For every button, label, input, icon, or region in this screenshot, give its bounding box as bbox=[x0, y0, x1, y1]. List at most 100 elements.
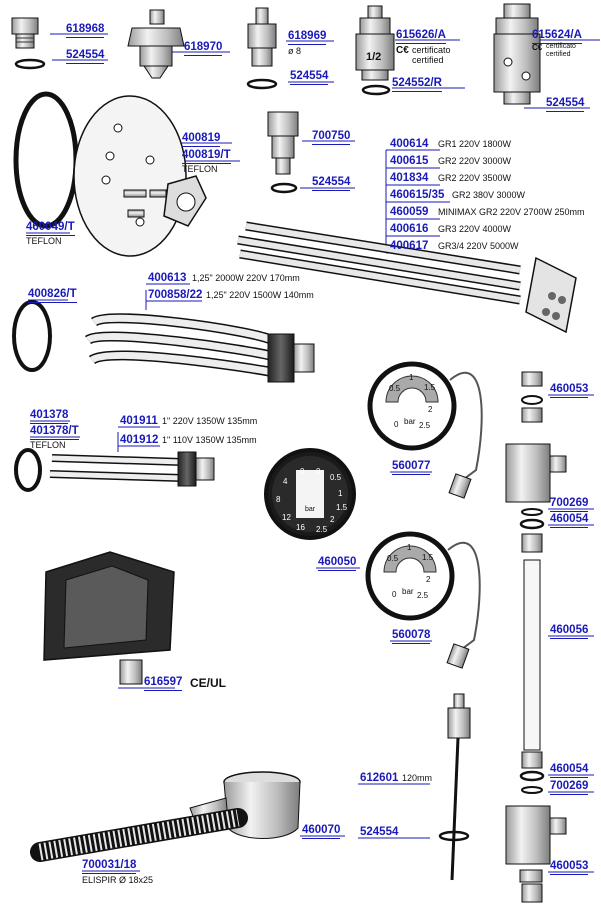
gauge-560078 bbox=[365, 531, 481, 669]
part-code-524552r: 524552/R bbox=[392, 77, 442, 92]
gasket-401378 bbox=[14, 448, 42, 492]
part-code-460053: 460053 bbox=[550, 383, 589, 398]
gauge-tick: 12 bbox=[282, 513, 291, 522]
gauge-tick: 1 bbox=[409, 373, 414, 382]
part-code-400819: 400819 bbox=[182, 132, 221, 147]
gauge-tick: 1.5 bbox=[424, 383, 436, 392]
element-desc: GR2 380V 3000W bbox=[452, 190, 526, 200]
part-code-460054: 460054 bbox=[550, 513, 589, 528]
part-code-618968: 618968 bbox=[66, 23, 105, 38]
note-certificato: certificato bbox=[546, 43, 576, 50]
part-code-560077: 560077 bbox=[392, 460, 431, 475]
part-code-460054: 460054 bbox=[550, 763, 589, 778]
gauge-tick: 0 bbox=[394, 420, 399, 429]
ce-mark: C€ bbox=[532, 43, 543, 52]
part-code-524554: 524554 bbox=[66, 49, 105, 64]
pressure-switch-616597 bbox=[43, 551, 175, 685]
part-code-612601: 612601 bbox=[360, 772, 399, 784]
part-code-700858: 700858/22 bbox=[148, 289, 203, 301]
element-code: 400616 bbox=[390, 223, 429, 235]
part-code-401911: 401911 bbox=[120, 415, 158, 427]
gauge-tick: 2.5 bbox=[419, 421, 431, 430]
probe-612601 bbox=[438, 693, 471, 881]
spiral-hose-700031 bbox=[30, 808, 248, 862]
gauge-tick: 0.5 bbox=[330, 473, 342, 482]
element-desc: GR2 220V 3500W bbox=[438, 173, 512, 183]
part-code-700750: 700750 bbox=[312, 130, 351, 145]
part-code-400826t: 400826/T bbox=[28, 288, 77, 303]
part-code-700269: 700269 bbox=[550, 780, 589, 795]
gauge-unit: bar bbox=[404, 417, 416, 426]
gauge-tick: 2 bbox=[330, 515, 335, 524]
element-desc: GR3/4 220V 5000W bbox=[438, 241, 519, 251]
gauge-tick: 4 bbox=[283, 477, 288, 486]
note-teflon: TEFLON bbox=[30, 440, 66, 450]
gauge-tick: 1 bbox=[407, 543, 412, 552]
safety-valve-615626a bbox=[355, 5, 395, 96]
flange-400819 bbox=[73, 95, 187, 257]
gauge-tick: 0.5 bbox=[389, 384, 401, 393]
part-code-524554: 524554 bbox=[360, 826, 399, 838]
gauge-tick: 2.5 bbox=[316, 525, 328, 534]
part-code-460050: 460050 bbox=[318, 556, 357, 571]
part-desc-401912: 1" 110V 1350W 135mm bbox=[162, 435, 257, 445]
note-ce-ul: CE/UL bbox=[190, 676, 226, 690]
gauge-tick: 2 bbox=[426, 575, 431, 584]
valve-615624a bbox=[493, 3, 541, 105]
note-teflon: TEFLON bbox=[182, 164, 218, 174]
part-code-460070: 460070 bbox=[302, 824, 341, 839]
gauge-560077 bbox=[367, 361, 483, 499]
gauge-tick: 16 bbox=[296, 523, 305, 532]
valve-618970 bbox=[127, 9, 185, 79]
element-code: 401834 bbox=[390, 172, 429, 184]
part-code-524554: 524554 bbox=[312, 176, 351, 191]
gauge-tick: 2.5 bbox=[417, 591, 429, 600]
gauge-460050 bbox=[264, 448, 356, 540]
note-elispir: ELISPIR Ø 18x25 bbox=[82, 875, 154, 885]
element-desc: MINIMAX GR2 220V 2700W 250mm bbox=[438, 207, 585, 217]
gauge-unit: bar bbox=[402, 587, 414, 596]
element-desc: GR3 220V 4000W bbox=[438, 224, 512, 234]
part-code-700031: 700031/18 bbox=[82, 859, 137, 874]
part-desc-400613: 1,25" 2000W 220V 170mm bbox=[192, 273, 300, 283]
part-code-615626a: 615626/A bbox=[396, 29, 446, 44]
part-code-460056: 460056 bbox=[550, 624, 589, 639]
fitting-700750 bbox=[267, 111, 299, 194]
note-half-inch: 1/2 bbox=[366, 51, 382, 63]
part-code-400819t: 400819/T bbox=[182, 149, 231, 164]
element-code: 400614 bbox=[390, 138, 429, 150]
part-code-460049t: 460049/T bbox=[26, 221, 75, 236]
part-code-401378: 401378 bbox=[30, 409, 69, 424]
element-desc: GR1 220V 1800W bbox=[438, 139, 512, 149]
part-code-401912: 401912 bbox=[120, 434, 159, 446]
gauge-tick: 1.5 bbox=[422, 553, 434, 562]
note-certified: certified bbox=[412, 55, 444, 65]
note-o8: ø 8 bbox=[288, 46, 302, 56]
gauge-tick: 1.5 bbox=[336, 503, 348, 512]
part-desc-401911: 1" 220V 1350W 135mm bbox=[162, 416, 258, 426]
element-code: 460059 bbox=[390, 206, 429, 218]
leader-lines bbox=[26, 33, 600, 873]
plug-618968 bbox=[11, 17, 46, 70]
gauge-tick: 8 bbox=[276, 495, 281, 504]
gauge-tick: 0.5 bbox=[387, 554, 399, 563]
heating-element-401911 bbox=[49, 451, 215, 487]
part-code-560078: 560078 bbox=[392, 629, 431, 644]
part-code-616597: 616597 bbox=[144, 676, 183, 691]
part-code-618969: 618969 bbox=[288, 30, 327, 45]
heating-element-400613 bbox=[85, 313, 315, 383]
note-certificato: certificato bbox=[412, 45, 451, 55]
gasket-400826t bbox=[12, 300, 52, 372]
gauge-tick: 0 bbox=[300, 467, 305, 476]
element-code: 460615/35 bbox=[390, 189, 445, 201]
part-code-400613: 400613 bbox=[148, 272, 187, 284]
part-desc-700858: 1,25" 220V 1500W 140mm bbox=[206, 290, 314, 300]
element-desc: GR2 220V 3000W bbox=[438, 156, 512, 166]
note-certified: certified bbox=[546, 51, 571, 58]
heating-element-400614 bbox=[237, 221, 577, 334]
part-code-700269: 700269 bbox=[550, 497, 589, 512]
note-teflon: TEFLON bbox=[26, 236, 62, 246]
element-code: 400615 bbox=[390, 155, 429, 167]
